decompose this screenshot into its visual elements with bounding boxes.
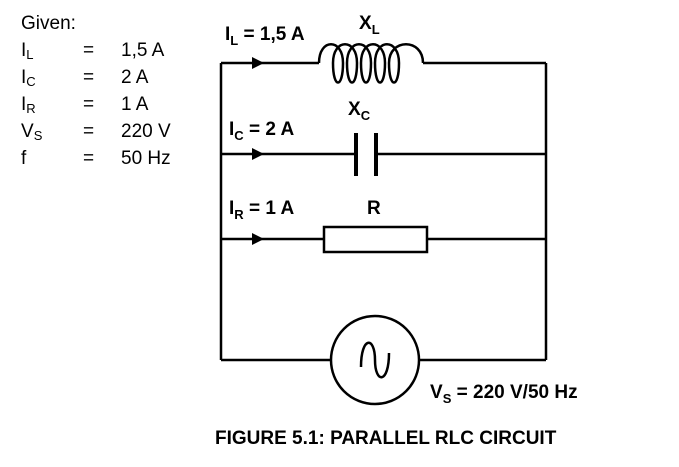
current-arrow-ir: [252, 233, 264, 245]
resistor-branch: [221, 225, 546, 254]
current-arrow-il: [252, 57, 264, 69]
label-xc: XC: [348, 99, 371, 123]
given-symbol: IC: [21, 67, 36, 89]
given-equals: =: [83, 148, 95, 169]
given-row-ir: IR = 1 A: [21, 91, 148, 118]
given-row-vs: VS = 220 V: [21, 118, 171, 145]
label-xl: XL: [359, 13, 380, 37]
given-row-f: f = 50 Hz: [21, 145, 171, 172]
label-ir: IR = 1 A: [229, 198, 294, 222]
given-block: Given: IL = 1,5 A IC = 2 A IR = 1 A VS =…: [21, 10, 171, 172]
inductor-branch: [221, 43, 546, 84]
source-branch: [221, 314, 546, 406]
given-value: 1 A: [121, 94, 149, 115]
given-row-il: IL = 1,5 A: [21, 37, 164, 64]
given-equals: =: [83, 121, 95, 142]
given-row-ic: IC = 2 A: [21, 64, 148, 91]
label-r: R: [367, 198, 381, 219]
current-arrow-ic: [252, 148, 264, 160]
given-equals: =: [83, 40, 95, 61]
capacitor-branch: [221, 133, 546, 176]
given-value: 2 A: [121, 67, 149, 88]
given-equals: =: [83, 94, 95, 115]
label-vs: VS = 220 V/50 Hz: [430, 382, 578, 406]
given-value: 220 V: [121, 121, 171, 142]
resistor-symbol: [322, 225, 429, 254]
given-equals: =: [83, 67, 95, 88]
label-ic: IC = 2 A: [229, 119, 294, 143]
given-title: Given:: [21, 13, 76, 34]
figure-caption: FIGURE 5.1: PARALLEL RLC CIRCUIT: [215, 428, 557, 449]
given-symbol: IR: [21, 94, 36, 116]
given-symbol: IL: [21, 40, 34, 62]
given-symbol: f: [21, 148, 27, 169]
given-value: 50 Hz: [121, 148, 171, 169]
given-value: 1,5 A: [121, 40, 165, 61]
sine-wave-icon: [359, 341, 391, 379]
label-il: IL = 1,5 A: [225, 24, 305, 48]
given-symbol: VS: [21, 121, 43, 143]
